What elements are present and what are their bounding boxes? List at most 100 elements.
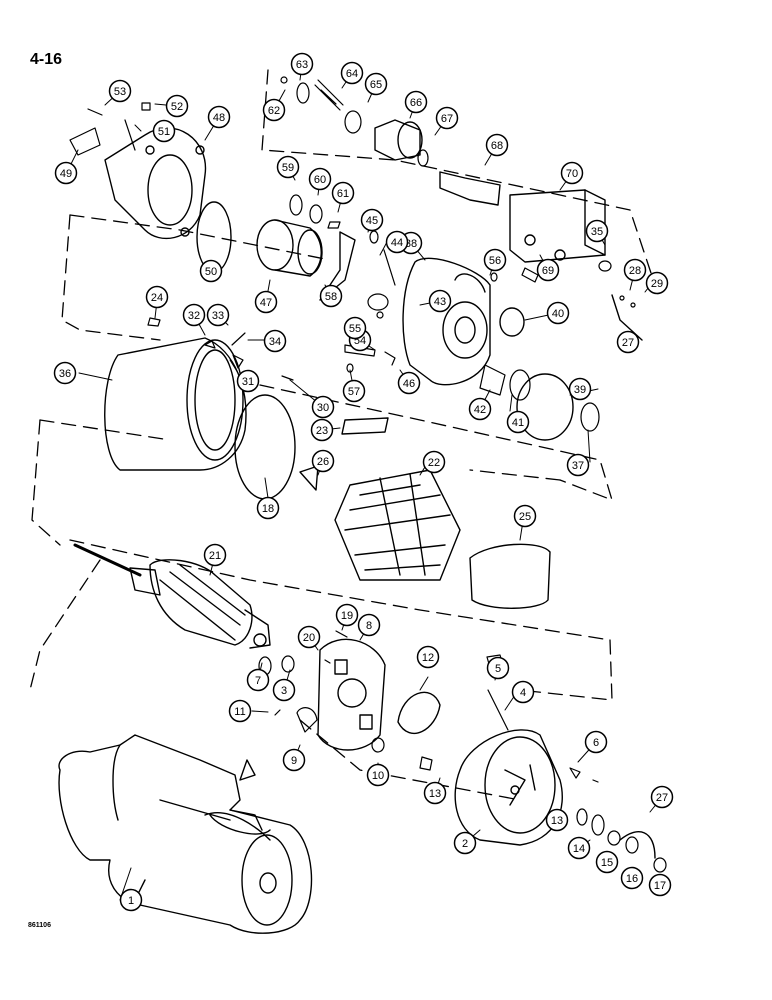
callout-circle [585,219,609,243]
callout-14: 14 [567,836,591,860]
callout-number: 7 [255,675,261,687]
callout-12: 12 [416,645,440,669]
callout-number: 48 [213,112,225,124]
callout-number: 56 [489,255,501,267]
callout-3: 3 [272,678,296,702]
callout-circle [648,873,672,897]
callout-number: 19 [341,610,353,622]
callout-35: 35 [585,219,609,243]
callout-number: 25 [519,511,531,523]
callout-number: 42 [474,404,486,416]
callout-circle [165,94,189,118]
callout-28: 28 [623,258,647,282]
callout-number: 40 [552,308,564,320]
callout-number: 62 [268,105,280,117]
callout-15: 15 [595,850,619,874]
callout-25: 25 [513,504,537,528]
callout-number: 8 [366,620,372,632]
callout-number: 47 [260,297,272,309]
callout-circle [566,453,590,477]
callout-number: 35 [591,226,603,238]
callout-number: 46 [403,378,415,390]
callout-44: 44 [385,230,409,254]
callout-19: 19 [335,603,359,627]
callout-40: 40 [546,301,570,325]
callout-circle [485,133,509,157]
callout-number: 43 [434,296,446,308]
callout-number: 36 [59,368,71,380]
callout-circle [513,504,537,528]
callout-number: 27 [656,792,668,804]
callout-number: 32 [188,310,200,322]
callout-number: 31 [242,376,254,388]
callout-number: 60 [314,174,326,186]
callout-number: 29 [651,278,663,290]
callout-number: 51 [158,126,170,138]
callout-circle [272,678,296,702]
callout-circle [331,181,355,205]
callout-circle [453,831,477,855]
callout-13: 13 [423,781,447,805]
callout-24: 24 [145,285,169,309]
callout-circle [263,329,287,353]
callout-circle [308,167,332,191]
callout-circle [584,730,608,754]
callout-circle [404,90,428,114]
callout-6: 6 [584,730,608,754]
insulation-band [469,543,551,609]
callout-number: 6 [593,737,599,749]
callout-31: 31 [236,369,260,393]
callout-61: 61 [331,181,355,205]
callout-circle [650,785,674,809]
callout-circle [595,850,619,874]
callout-20: 20 [297,625,321,649]
callout-2: 2 [453,831,477,855]
end-housing [454,729,563,846]
callout-circle [360,208,384,232]
callout-34: 34 [263,329,287,353]
callout-37: 37 [566,453,590,477]
callout-circle [228,699,252,723]
callout-circle [340,61,364,85]
callout-number: 27 [622,337,634,349]
callout-circle [145,285,169,309]
callout-16: 16 [620,866,644,890]
callout-circle [416,645,440,669]
callout-47: 47 [254,290,278,314]
callout-55: 55 [343,316,367,340]
callout-circle [182,303,206,327]
page-number: 4-16 [30,51,63,68]
callout-circle [311,449,335,473]
callout-48: 48 [207,105,231,129]
callout-number: 22 [428,457,440,469]
callout-65: 65 [364,72,388,96]
retainer-clip [397,691,441,734]
callout-number: 37 [572,460,584,472]
armature [73,543,271,649]
callout-39: 39 [568,377,592,401]
callout-circle [357,613,381,637]
callout-63: 63 [290,52,314,76]
callout-number: 5 [495,663,501,675]
callout-circle [246,668,270,692]
callout-69: 69 [536,258,560,282]
dashed-group-outlines [29,69,661,801]
callout-43: 43 [428,289,452,313]
callout-13: 13 [545,808,569,832]
callout-1: 1 [119,888,143,912]
callout-circle [319,284,343,308]
callout-number: 49 [60,168,72,180]
starter-motor-assembly [58,734,313,934]
callout-number: 70 [566,168,578,180]
callout-number: 13 [429,788,441,800]
callout-circle [310,418,334,442]
callout-27: 27 [650,785,674,809]
callout-circle [397,371,421,395]
callout-number: 30 [317,402,329,414]
callout-60: 60 [308,167,332,191]
plunger [374,119,423,161]
callout-57: 57 [342,379,366,403]
callout-number: 23 [316,425,328,437]
callout-number: 39 [574,384,586,396]
callout-number: 57 [348,386,360,398]
